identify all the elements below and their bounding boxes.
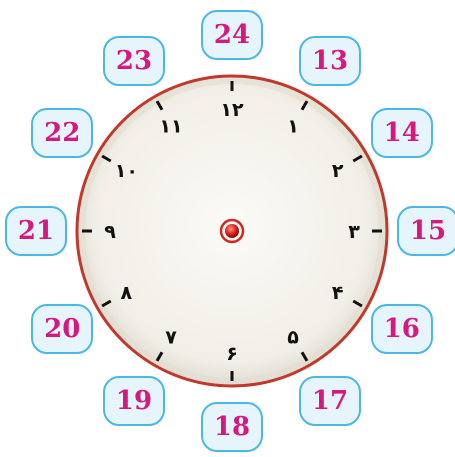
dial-numeral-9: ۹ — [104, 221, 116, 243]
dial-numeral-7: ۷ — [165, 327, 177, 349]
center-pin — [225, 224, 239, 238]
dial-numeral-2: ۲ — [332, 160, 344, 182]
hour-badge-22: 22 — [31, 108, 93, 158]
dial-numeral-12: ۱۲ — [220, 99, 244, 121]
hour-badge-21: 21 — [5, 206, 67, 256]
dial-numeral-10: ۱۰ — [115, 160, 138, 182]
hour-badge-16: 16 — [371, 304, 433, 354]
dial-numeral-5: ۵ — [287, 327, 299, 349]
hour-badge-19: 19 — [103, 376, 165, 426]
hour-badge-24: 24 — [201, 10, 263, 60]
dial-numeral-1: ۱ — [287, 115, 299, 137]
dial-numeral-11: ۱۱ — [159, 115, 182, 137]
dial-numeral-8: ۸ — [121, 282, 133, 304]
dial-numeral-3: ۳ — [348, 221, 360, 243]
dial-numeral-4: ۴ — [332, 282, 344, 304]
hour-badge-18: 18 — [201, 402, 263, 452]
hour-badge-23: 23 — [103, 36, 165, 86]
hour-badge-14: 14 — [371, 108, 433, 158]
dial-numeral-6: ۶ — [226, 343, 238, 365]
hour-badge-13: 13 — [299, 36, 361, 86]
hour-badge-17: 17 — [299, 376, 361, 426]
hour-badge-15: 15 — [397, 206, 455, 256]
hour-badge-20: 20 — [31, 304, 93, 354]
